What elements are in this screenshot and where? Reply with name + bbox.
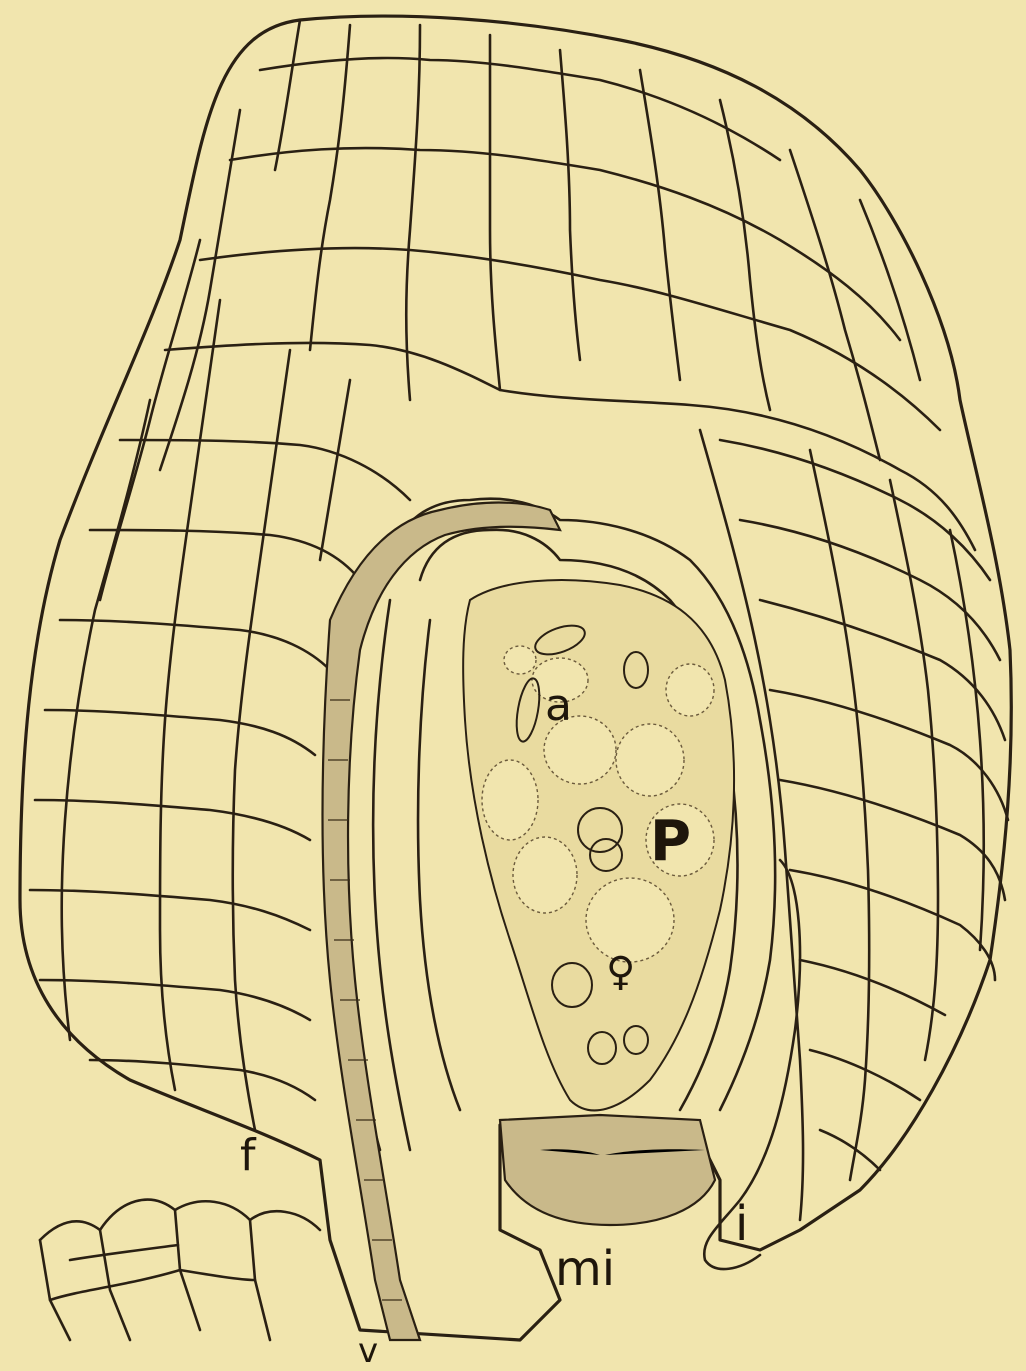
parenchyma-left [30, 20, 975, 1130]
label-i: i [735, 1196, 748, 1252]
label-female: ♀ [606, 949, 635, 995]
embryo-sac [463, 580, 734, 1110]
micropyle-cells [500, 1115, 715, 1225]
label-f: f [240, 1130, 257, 1181]
label-v: v [358, 1331, 378, 1371]
label-a: a [545, 680, 572, 731]
parenchyma-right [700, 430, 1008, 1220]
label-p: P [650, 809, 691, 874]
basal-cells-left [40, 1200, 320, 1340]
label-mi: mi [555, 1241, 615, 1297]
